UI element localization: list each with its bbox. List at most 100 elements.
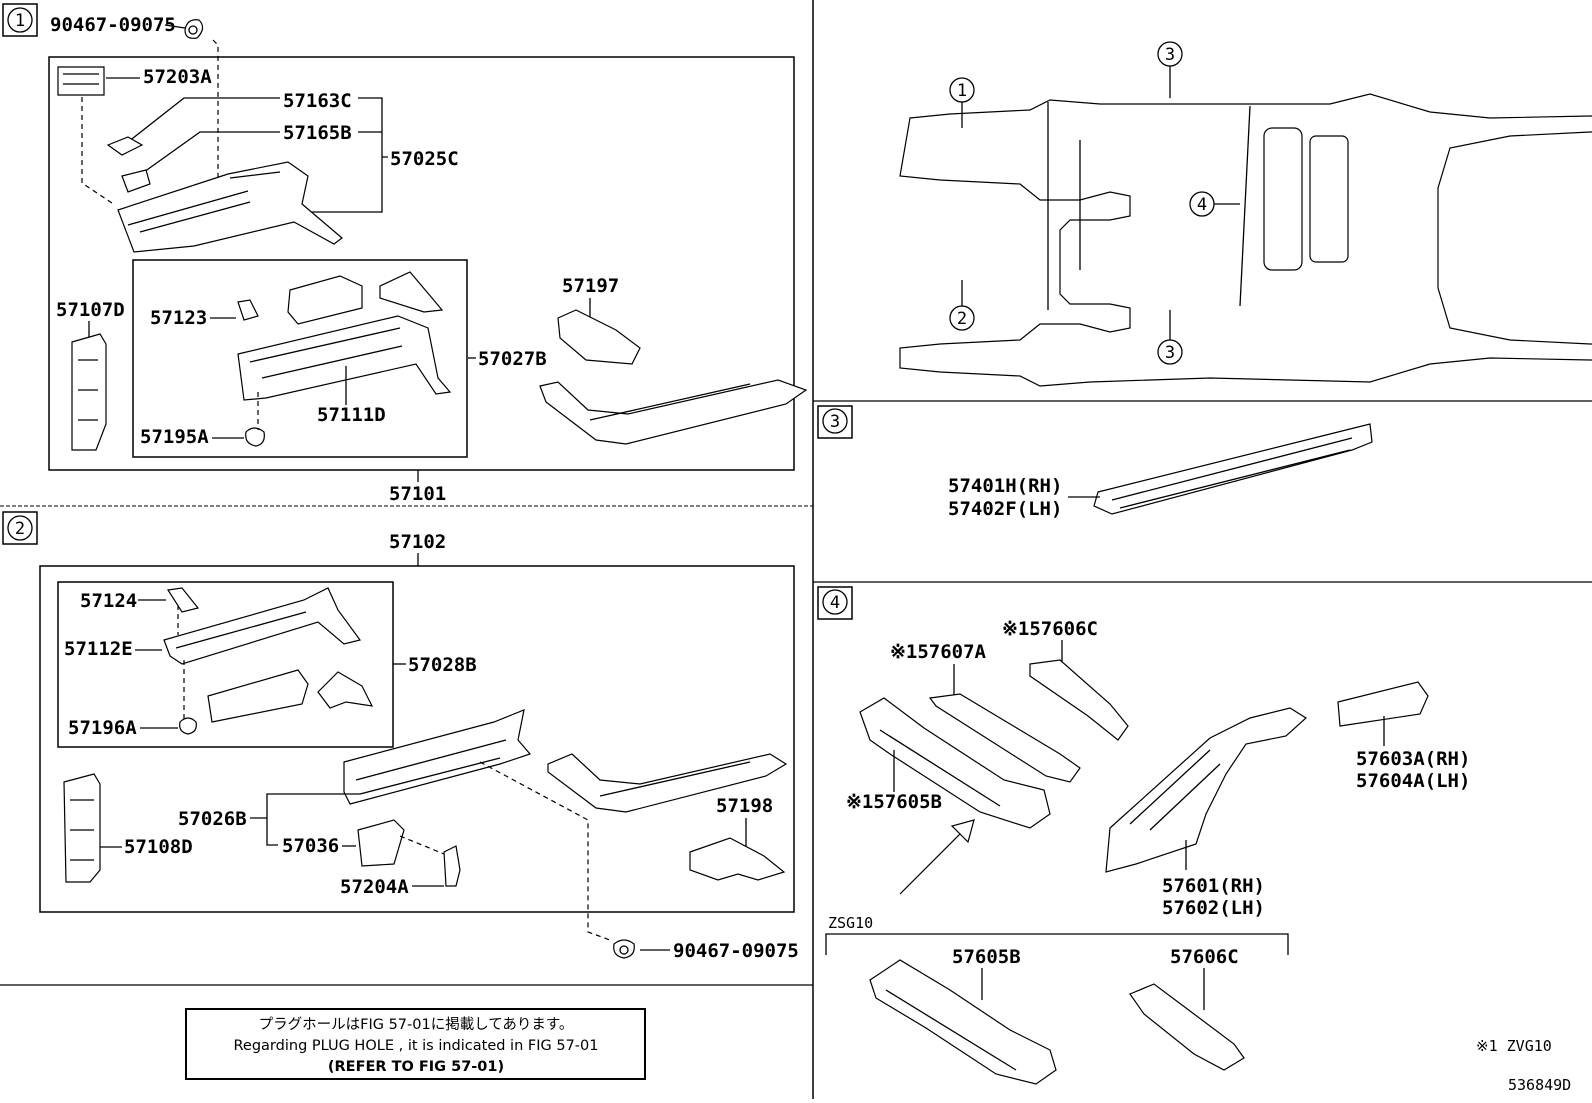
section-2-tag-box [2,511,38,545]
part-57606C-zsg: 57606C [1170,946,1239,968]
notice-ref: (REFER TO FIG 57-01) [328,1059,504,1075]
part-detail [355,739,507,795]
frame-overview: 1 2 3 3 4 [899,41,1592,387]
part-shape-bracket2 [317,671,374,709]
part-57605B-zsg: 57605B [952,946,1021,968]
part-shape-sill2 [547,753,788,813]
notice-box: プラグホールはFIG 57-01に掲載してあります。 Regarding PLU… [185,1008,646,1080]
part-57107D: 57107D [56,299,125,321]
bracket-leader [300,97,388,213]
notice-jp: プラグホールはFIG 57-01に掲載してあります。 [259,1016,574,1033]
dashed-leader [212,39,219,183]
part-shape-57605B [859,697,1051,829]
group-57102-box [39,565,795,913]
section-2-tag-circle [7,515,33,541]
part-57165B: 57165B [283,122,352,144]
callout-4: 4 [1197,195,1207,215]
part-shape-inner [207,669,309,723]
group-57101-box [48,56,795,471]
part-57198: 57198 [716,795,773,817]
notice-en: Regarding PLUG HOLE , it is indicated in… [234,1038,599,1054]
part-detail [1111,437,1353,509]
part-shape-upper [287,275,363,325]
dashed-leader [399,835,445,855]
part-shape-57204A [443,845,461,887]
plug-hole [188,25,198,35]
part-57124: 57124 [80,590,137,612]
part-detail [1129,749,1221,831]
dashed-leader [479,761,611,941]
section-4-tag-box [817,586,853,620]
part-57606C-note: ※157606C [1002,618,1098,640]
part-57036: 57036 [282,835,339,857]
part-shape-57026B [343,709,532,805]
callout-3a: 3 [1165,45,1175,65]
part-shape-57165B [121,169,151,193]
section-3-tag-circle [822,408,848,434]
section-4: 4 ※157606C ※157607A ※157605B 57601(RH) 5… [817,586,1571,1094]
part-shape-57607A [928,693,1081,783]
part-57601: 57601(RH) [1162,875,1265,897]
part-57108D: 57108D [124,836,193,858]
part-57607A-note: ※157607A [890,641,987,663]
part-57603A: 57603A(RH) [1356,748,1470,770]
group-57027B-box [132,259,468,458]
bracket-leader [250,793,360,846]
leader [127,97,280,143]
section-1-tag-box [2,3,38,37]
part-shape-57195A [245,427,265,447]
part-detail [249,327,403,379]
part-detail [175,611,307,649]
part-shape-57036 [357,819,405,867]
part-57604A: 57604A(LH) [1356,770,1470,792]
figure-number: 536849D [1508,1076,1571,1094]
part-57204A: 57204A [340,876,409,898]
part-shape-57601 [1105,707,1307,873]
part-90467-09075-top: 90467-09075 [50,14,176,36]
section-1-tag: 1 [15,11,25,31]
part-57605B-note: ※157605B [846,791,942,813]
part-shape-57112E [163,587,362,665]
part-57028B: 57028B [408,654,477,676]
callout-1: 1 [957,81,967,101]
part-detail [127,171,281,233]
part-57025C: 57025C [390,148,459,170]
section-3-tag: 3 [830,412,840,432]
part-shape-57603A [1337,681,1429,727]
part-detail [879,729,1001,807]
leader [164,24,186,29]
part-shape-57605B-zsg [869,959,1057,1085]
part-detail [589,383,751,421]
part-shape-57163C [106,136,144,156]
direction-arrow-icon [899,819,975,895]
part-57102: 57102 [389,531,446,553]
frame-outline [899,93,1592,387]
part-shape-bracket [379,271,444,313]
part-shape-57124 [166,587,200,613]
part-57163C: 57163C [283,90,352,112]
callout-3b: 3 [1165,343,1175,363]
section-2: 2 57102 57124 57112E 57196A 57028B 57108… [2,511,799,962]
part-shape-57198 [689,837,786,881]
part-57026B: 57026B [178,808,247,830]
part-57203A: 57203A [143,66,212,88]
part-detail [78,359,98,421]
part-shape-57123 [237,299,259,321]
section-4-tag: 4 [830,593,840,613]
section-1-tag-circle [7,7,33,33]
frame-panel [1309,135,1349,263]
section-3-tag-box [817,405,853,439]
part-57111D: 57111D [317,404,386,426]
notice-border [185,1008,646,1080]
part-shape-57111D [237,315,452,401]
part-57196A: 57196A [68,717,137,739]
part-shape-57196A [179,717,197,735]
part-shape-57197 [557,309,641,365]
part-57602: 57602(LH) [1162,897,1265,919]
part-57027B: 57027B [478,348,547,370]
part-57112E: 57112E [64,638,133,660]
plug-part [184,19,204,39]
frame-panel [1263,127,1303,271]
part-shape-57606C-zsg [1129,983,1245,1071]
